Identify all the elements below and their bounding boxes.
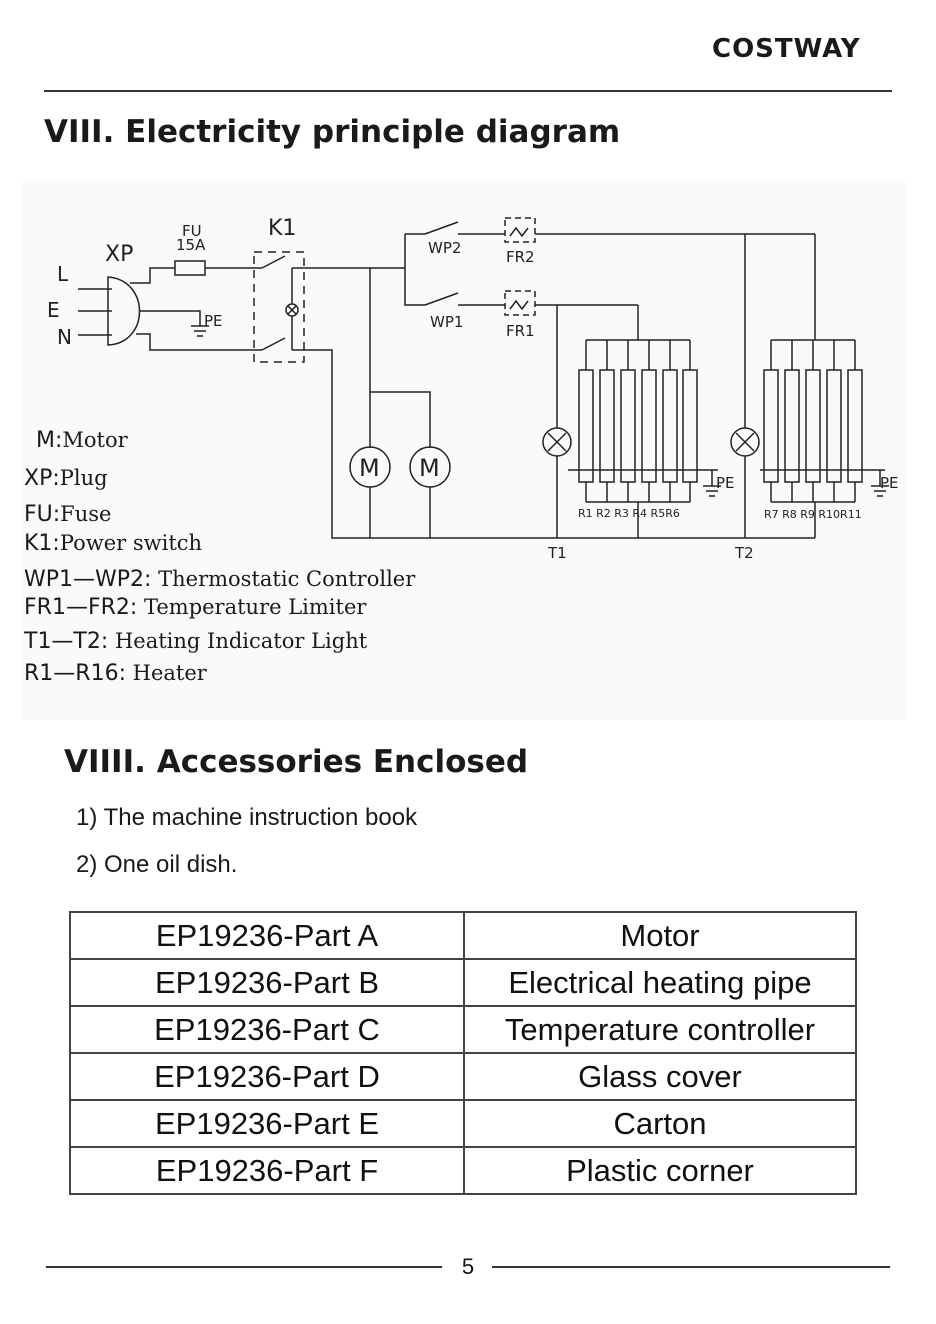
brand-logo: COSTWAY (712, 34, 861, 64)
label-t1: T1 (547, 544, 567, 562)
label-e: E (47, 298, 60, 322)
legend-item-motor: M:Motor (36, 428, 128, 453)
part-number-cell: EP19236-Part C (69, 1005, 465, 1054)
label-pe-group1: PE (716, 474, 735, 492)
part-name-cell: Temperature controller (463, 1005, 857, 1054)
part-number-cell: EP19236-Part E (69, 1099, 465, 1148)
legend-item-plug: XP:Plug (24, 466, 108, 491)
legend-item-temperature-limiter: FR1—FR2: Temperature Limiter (24, 595, 367, 620)
footer-divider-right (492, 1266, 890, 1268)
part-name-cell: Glass cover (463, 1052, 857, 1101)
heater-group-1 (578, 340, 698, 502)
heater-group-2 (763, 340, 863, 502)
label-heaters-group1: R1 R2 R3 R4 R5R6 (578, 507, 680, 520)
part-number-cell: EP19236-Part D (69, 1052, 465, 1101)
part-name-cell: Motor (463, 911, 857, 960)
part-number-cell: EP19236-Part F (69, 1146, 465, 1195)
section-9-title: VIIII. Accessories Enclosed (64, 744, 529, 780)
legend-item-heater: R1—R16: Heater (24, 661, 207, 686)
label-motor-2: M (419, 454, 440, 482)
label-fu: FU (182, 222, 202, 240)
legend-item-thermostatic-controller: WP1—WP2: Thermostatic Controller (24, 567, 416, 592)
legend-item-power-switch: K1:Power switch (24, 531, 203, 556)
label-xp: XP (105, 242, 133, 267)
label-t2: T2 (734, 544, 754, 562)
label-wp2: WP2 (428, 239, 461, 257)
label-n: N (57, 325, 72, 349)
part-number-cell: EP19236-Part A (69, 911, 465, 960)
label-motor-1: M (359, 454, 380, 482)
label-fuse-rating: 15A (176, 236, 206, 254)
part-name-cell: Carton (463, 1099, 857, 1148)
k1-switch-box (253, 251, 305, 363)
footer-divider-left (46, 1266, 442, 1268)
part-name-cell: Electrical heating pipe (463, 958, 857, 1007)
page-number: 5 (461, 1254, 475, 1279)
label-wp1: WP1 (430, 313, 463, 331)
fuse-symbol (174, 260, 206, 276)
part-name-cell: Plastic corner (463, 1146, 857, 1195)
label-k1: K1 (268, 216, 296, 241)
plug-symbol (107, 276, 141, 346)
label-fr2: FR2 (506, 248, 535, 266)
accessory-item-2: 2) One oil dish. (76, 851, 238, 878)
header-divider (44, 90, 892, 92)
label-heaters-group2: R7 R8 R9 R10R11 (764, 508, 862, 521)
accessory-item-1: 1) The machine instruction book (76, 804, 418, 831)
legend-item-indicator-light: T1—T2: Heating Indicator Light (24, 629, 368, 654)
legend-item-fuse: FU:Fuse (24, 502, 112, 527)
diagram-background (22, 180, 906, 720)
label-l: L (57, 262, 69, 286)
circuit-diagram: L E N XP FU 15A K1 PE WP2 WP1 FR2 FR1 M … (47, 216, 899, 562)
label-fr1: FR1 (506, 322, 535, 340)
part-number-cell: EP19236-Part B (69, 958, 465, 1007)
label-pe-plug: PE (204, 312, 223, 330)
section-8-title: VIII. Electricity principle diagram (44, 114, 621, 150)
label-pe-group2: PE (880, 474, 899, 492)
